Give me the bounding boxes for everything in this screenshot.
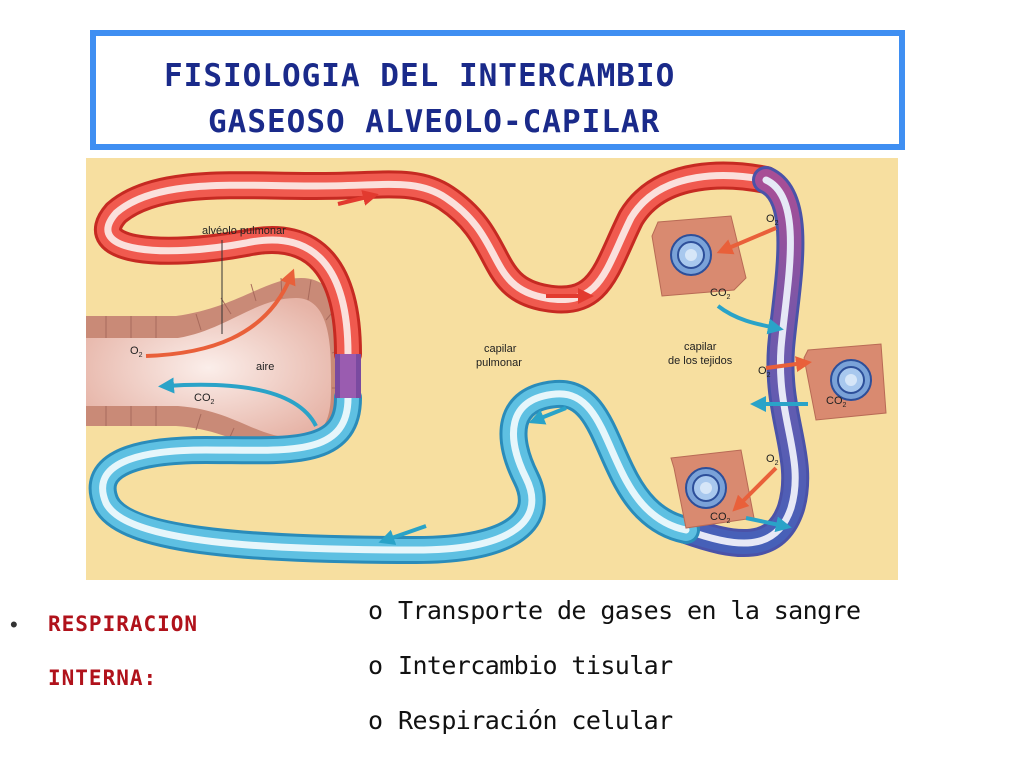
list-item: o Intercambio tisular (368, 651, 673, 680)
label-capilar-pulmonar-2: pulmonar (476, 357, 522, 369)
list-marker: o (368, 651, 383, 680)
label-co2-tissue-3: CO2 (710, 511, 731, 525)
alveolar-exchange-arrows (145, 268, 318, 427)
list-marker: o (368, 706, 383, 735)
list-marker: o (368, 596, 383, 625)
alveolus (86, 277, 351, 458)
list-item-text: Intercambio tisular (398, 651, 673, 680)
label-capilar-tejidos-2: de los tejidos (668, 355, 733, 367)
label-o2-alveolo: O2 (130, 345, 143, 359)
tissue-cell-1 (651, 215, 747, 297)
tissue-exchange-arrows (716, 226, 812, 533)
title-line-1: FISIOLOGIA DEL INTERCAMBIO (164, 58, 676, 94)
label-capilar-tejidos-1: capilar (684, 341, 717, 353)
list-item-text: Respiración celular (398, 706, 673, 735)
bullet-icon: • (10, 612, 18, 637)
label-o2-tissue-1: O2 (766, 213, 779, 227)
label-co2-tissue-2: CO2 (826, 395, 847, 409)
list-item: o Transporte de gases en la sangre (368, 596, 861, 625)
flow-arrows (337, 190, 594, 545)
label-co2-alveolo: CO2 (194, 392, 215, 406)
title-box: FISIOLOGIA DEL INTERCAMBIO GASEOSO ALVEO… (90, 30, 905, 150)
section-label-line-1: RESPIRACION (48, 612, 199, 636)
label-o2-tissue-3: O2 (766, 453, 779, 467)
gas-exchange-diagram: alvéolo pulmonar aire capilar pulmonar c… (86, 158, 898, 580)
label-capilar-pulmonar-1: capilar (484, 343, 517, 355)
tissue-cell-2 (803, 343, 887, 421)
section-label-line-2: INTERNA: (48, 666, 158, 690)
title-line-2: GASEOSO ALVEOLO-CAPILAR (208, 104, 661, 140)
label-aire: aire (256, 361, 274, 373)
label-co2-tissue-1: CO2 (710, 287, 731, 301)
list-item: o Respiración celular (368, 706, 673, 735)
label-o2-tissue-2: O2 (758, 365, 771, 379)
list-item-text: Transporte de gases en la sangre (398, 596, 861, 625)
label-alveolo: alvéolo pulmonar (202, 225, 286, 237)
